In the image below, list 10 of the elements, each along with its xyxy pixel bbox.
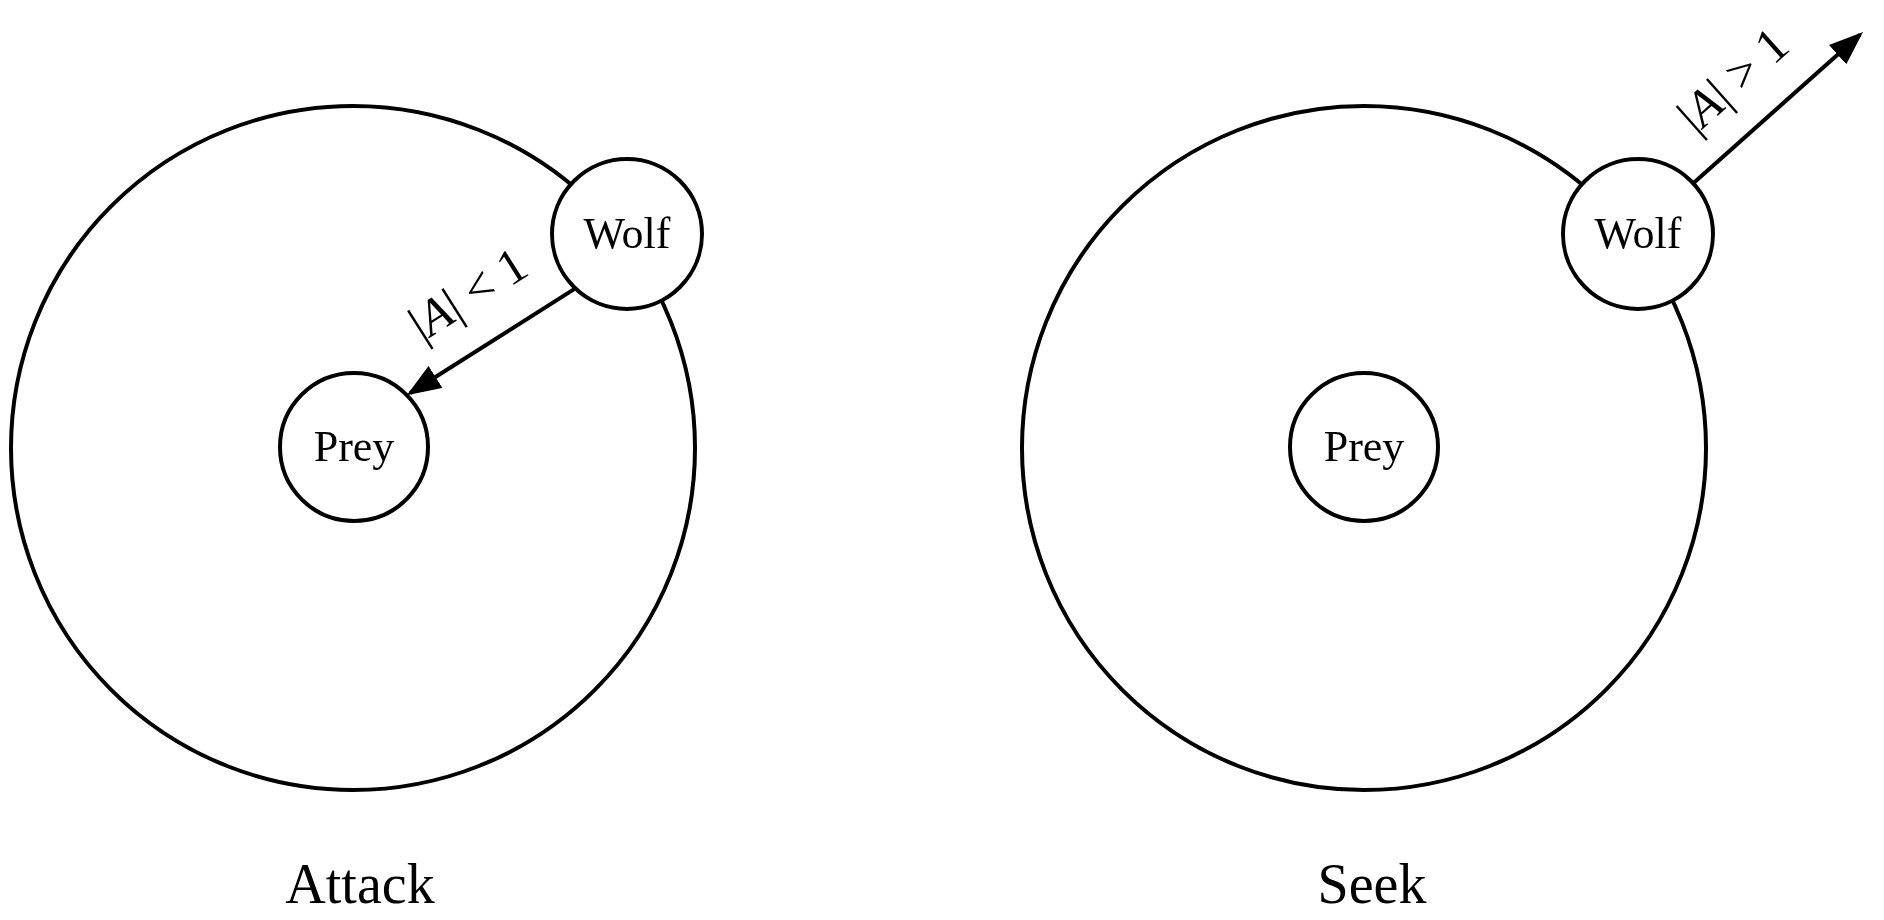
arrow [406,286,577,396]
node-label: Wolf [1594,212,1682,256]
node-label: Prey [313,425,395,469]
panel-caption: Attack [285,854,435,916]
edge-label: |A| < 1 [398,236,538,352]
arrow [1691,32,1863,185]
node-label: Wolf [583,212,671,256]
panel-caption: Seek [1317,854,1427,916]
edge-label: |A| > 1 [1666,16,1800,144]
node-label: Prey [1323,425,1405,469]
